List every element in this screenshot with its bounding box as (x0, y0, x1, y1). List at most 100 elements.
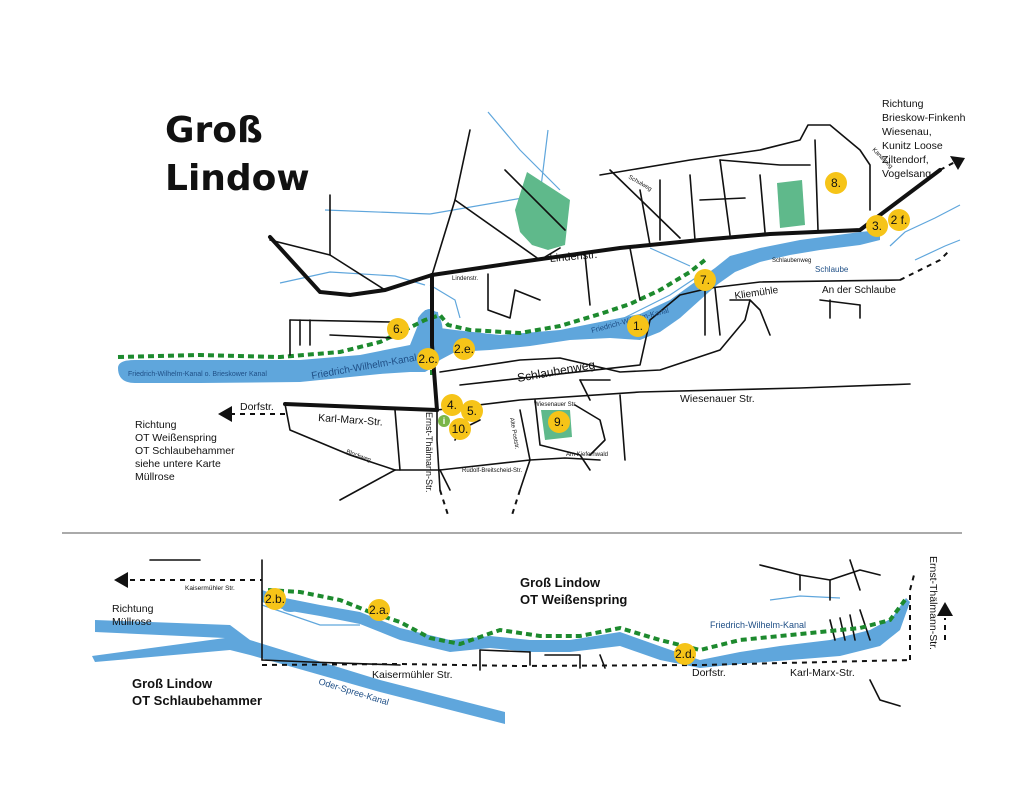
direction-ne: Richtung Brieskow-Finkenh Wiesenau, Kuni… (882, 98, 966, 180)
marker-label: 10. (452, 422, 469, 436)
arrow-northeast-icon (950, 156, 965, 170)
marker-label: 1. (633, 319, 643, 333)
dashed-path (909, 574, 915, 660)
street-label: Wiesenauer Str. (680, 393, 755, 405)
arrow-west-icon (114, 572, 128, 588)
street-label: Kaisermühler Str. (372, 669, 453, 681)
marker-label: 2.e. (454, 342, 474, 356)
dashed-path (939, 161, 956, 171)
stream (429, 284, 461, 319)
street-label: Am Kiefernwald (566, 452, 608, 458)
marker-label: 7. (700, 273, 710, 287)
marker-label: 4. (447, 398, 457, 412)
lower-title: Groß Lindow (520, 575, 601, 590)
marker-label: 5. (467, 404, 477, 418)
marker-2f[interactable]: 2 f. (888, 209, 910, 231)
marker-1[interactable]: 1. (627, 315, 649, 337)
marker-label: 2 f. (891, 213, 908, 227)
street-label: Dorfstr. (240, 401, 274, 413)
marker-2b[interactable]: 2.b. (264, 588, 286, 610)
direction-text: Müllrose (112, 616, 152, 628)
direction-text: Richtung (135, 419, 177, 431)
canal-oder-spree (92, 620, 505, 724)
lower-title: OT Weißenspring (520, 592, 627, 607)
water-label: Schlaube (815, 265, 849, 274)
direction-text: Vogelsang (882, 168, 931, 180)
stream (889, 204, 961, 247)
street-label: Blockweg (345, 449, 371, 463)
street-label: Wiesenauer Str. (534, 402, 577, 408)
street-label: Alte Poststr. (508, 417, 520, 450)
street-label: Ernst-Thälmann-Str. (927, 556, 939, 650)
arrow-north-icon (937, 602, 953, 616)
road-karl-marx (283, 402, 439, 412)
marker-label: 2.a. (369, 603, 389, 617)
road-lindenstr (430, 168, 942, 277)
road-ernst-thaelmann (430, 273, 439, 412)
street-label: Kliemühle (734, 285, 779, 302)
stream (914, 239, 961, 261)
canal-friedrich-wilhelm (118, 230, 880, 383)
direction-text: Müllrose (135, 471, 175, 483)
street-label: Karl-Marx-Str. (790, 667, 855, 679)
direction-text: OT Schlaubehammer (135, 445, 235, 457)
direction-text: Wiesenau, (882, 126, 932, 138)
marker-2e[interactable]: 2.e. (453, 338, 475, 360)
stream (487, 111, 561, 191)
street-label: Schlaubenweg (516, 357, 596, 384)
street-label: Lindenstr. (549, 249, 598, 265)
dashed-path (899, 249, 951, 281)
street-label: Lindenstr. (452, 276, 478, 282)
marker-2c[interactable]: 2.c. (417, 348, 439, 370)
direction-text: Ziltendorf, (882, 154, 929, 166)
direction-west: Richtung OT Weißenspring OT Schlaubehamm… (135, 419, 235, 483)
marker-2d[interactable]: 2.d. (674, 643, 696, 665)
marker-2a[interactable]: 2.a. (368, 599, 390, 621)
marker-10[interactable]: 10. (449, 418, 471, 440)
stream (261, 604, 360, 626)
map-title-line1: Groß (165, 110, 263, 151)
marker-3[interactable]: 3. (866, 215, 888, 237)
street-network-lower (149, 559, 901, 707)
marker-5[interactable]: 5. (461, 400, 483, 422)
direction-text: Kunitz Loose (882, 140, 943, 152)
marker-6[interactable]: 6. (387, 318, 409, 340)
marker-label: 2.c. (418, 352, 437, 366)
stream (769, 595, 841, 601)
trail-upper (117, 258, 707, 360)
marker-label: 6. (393, 322, 403, 336)
direction-text: Richtung (112, 603, 154, 615)
marker-7[interactable]: 7. (694, 269, 716, 291)
dashed-path (261, 659, 911, 668)
direction-text: siehe untere Karte (135, 458, 221, 470)
park (777, 180, 805, 228)
street-network-upper (269, 124, 911, 501)
map-title-line2: Lindow (165, 158, 310, 199)
canal-friedrich-wilhelm-lower (262, 590, 910, 668)
lower-title-2: Groß Lindow (132, 676, 213, 691)
marker-label: 8. (831, 176, 841, 190)
street-label: Dorfstr. (692, 667, 726, 679)
info-glyph: i (443, 416, 446, 426)
street-label: Rudolf-Breitscheid-Str. (462, 468, 522, 474)
marker-label: 2.b. (265, 592, 285, 606)
park (515, 172, 570, 250)
info-icon[interactable]: i (438, 415, 450, 427)
marker-label: 9. (554, 415, 564, 429)
marker-8[interactable]: 8. (825, 172, 847, 194)
direction-text: Richtung (882, 98, 924, 110)
dashed-path (439, 489, 449, 516)
arrow-west-icon (218, 406, 232, 422)
street-label: Karl-Marx-Str. (318, 412, 383, 428)
stream (619, 274, 701, 321)
water-label: Friedrich-Wilhelm-Kanal (710, 620, 806, 630)
street-label: Ernst-Thälmann-Str. (424, 412, 434, 493)
marker-label: 3. (872, 219, 882, 233)
lower-title-2: OT Schlaubehammer (132, 693, 262, 708)
direction-text: OT Weißenspring (135, 432, 217, 444)
street-label: An der Schlaube (822, 285, 896, 296)
direction-text: Brieskow-Finkenh (882, 112, 966, 124)
marker-4[interactable]: 4. (441, 394, 463, 416)
marker-9[interactable]: 9. (548, 411, 570, 433)
